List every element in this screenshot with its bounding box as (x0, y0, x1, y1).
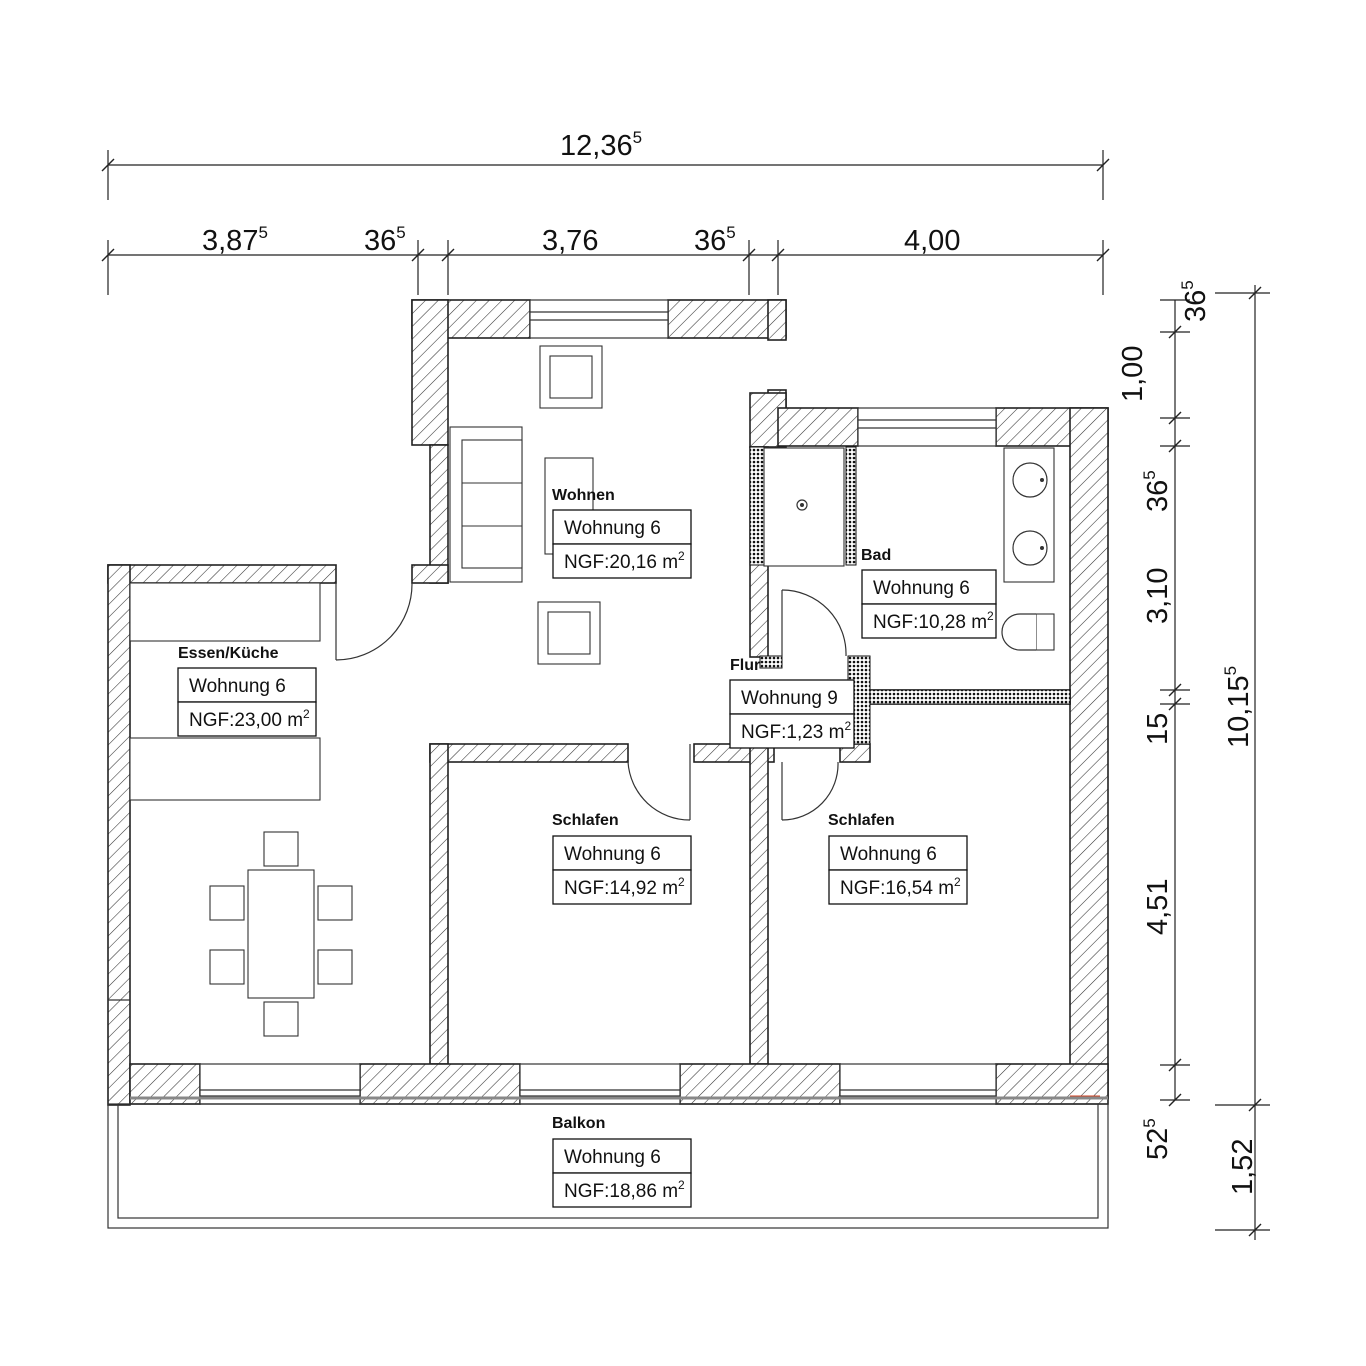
furniture-washbasins (1003, 447, 1055, 583)
room-name-bad: Bad (861, 547, 891, 564)
dim-segment-5: 4,00 (904, 225, 960, 257)
furniture-kitchen-counter (129, 582, 321, 801)
room-area-essen-kueche: NGF:23,00 m2 (189, 707, 310, 731)
dim-segment-2: 365 (364, 223, 406, 257)
dim-segment-4: 365 (694, 223, 736, 257)
dimension-top-total (101, 150, 1110, 200)
furniture-shower (763, 447, 845, 567)
dim-right-6: 4,51 (1142, 879, 1174, 935)
room-area-bad: NGF:10,28 m2 (873, 609, 994, 633)
furniture-dining-table (209, 831, 353, 1037)
furniture-armchair-top (539, 345, 603, 409)
dimension-top-segments (101, 240, 1110, 295)
dim-right-4: 3,10 (1142, 568, 1174, 624)
dim-right-balcony: 1,52 (1227, 1139, 1259, 1195)
room-name-schlafen-2: Schlafen (828, 812, 895, 829)
dim-right-total: 10,155 (1221, 666, 1255, 748)
room-unit-flur: Wohnung 9 (741, 688, 838, 709)
dim-segment-1: 3,875 (202, 223, 268, 257)
dim-right-7: 525 (1140, 1118, 1174, 1160)
dim-right-3: 365 (1140, 470, 1174, 512)
furniture-armchair-bottom (537, 601, 601, 665)
room-area-balkon: NGF:18,86 m2 (564, 1178, 685, 1202)
room-area-schlafen-2: NGF:16,54 m2 (840, 875, 961, 899)
furniture-toilet (1001, 613, 1055, 651)
room-name-flur: Flur (730, 657, 760, 674)
room-unit-schlafen-2: Wohnung 6 (840, 844, 937, 865)
room-area-schlafen-1: NGF:14,92 m2 (564, 875, 685, 899)
room-label-schlafen-2 (828, 835, 968, 905)
dimension-right-outer (1215, 285, 1270, 1240)
dim-right-1: 365 (1178, 280, 1212, 322)
room-label-schlafen-1 (552, 835, 692, 905)
room-label-balkon (552, 1138, 692, 1208)
room-name-schlafen-1: Schlafen (552, 812, 619, 829)
room-unit-schlafen-1: Wohnung 6 (564, 844, 661, 865)
dim-right-2: 1,00 (1117, 346, 1149, 402)
room-area-wohnen: NGF:20,16 m2 (564, 549, 685, 573)
room-label-bad (861, 569, 997, 639)
room-name-balkon: Balkon (552, 1115, 605, 1132)
room-label-wohnen (552, 509, 692, 579)
room-label-flur (729, 679, 855, 749)
room-unit-wohnen: Wohnung 6 (564, 518, 661, 539)
room-unit-bad: Wohnung 6 (873, 578, 970, 599)
room-area-flur: NGF:1,23 m2 (741, 719, 851, 743)
balcony-outline (107, 1096, 1109, 1229)
room-name-wohnen: Wohnen (552, 487, 615, 504)
room-label-essen-kueche (177, 667, 317, 737)
room-unit-balkon: Wohnung 6 (564, 1147, 661, 1168)
room-unit-essen-kueche: Wohnung 6 (189, 676, 286, 697)
dim-right-5: 15 (1142, 713, 1174, 745)
dim-total-width: 12,365 (560, 128, 642, 162)
doors (335, 582, 847, 821)
dim-segment-3: 3,76 (542, 225, 598, 257)
dimension-right-inner (1160, 299, 1190, 1107)
furniture-sofa (449, 426, 523, 583)
room-name-essen-kueche: Essen/Küche (178, 645, 279, 662)
